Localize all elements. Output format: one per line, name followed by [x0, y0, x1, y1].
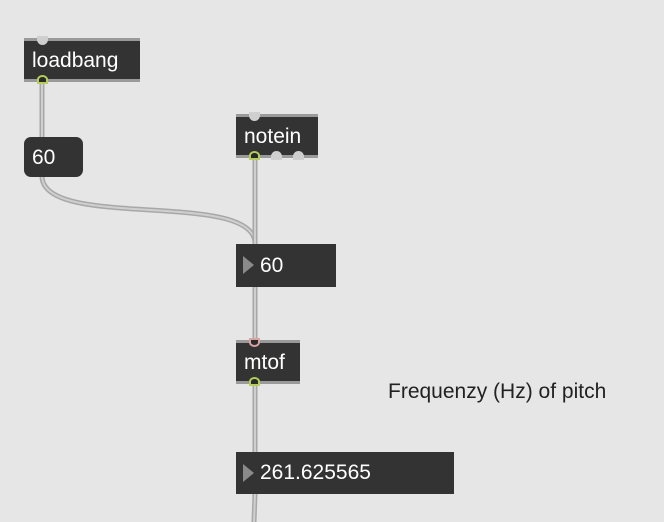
notein-label: notein [244, 125, 302, 148]
frequency-comment: Frequenzy (Hz) of pitch [388, 380, 607, 403]
loadbang-inlet[interactable] [37, 36, 48, 45]
number-box-value: 60 [260, 254, 284, 277]
float-number-value: 261.625565 [260, 461, 371, 484]
notein-outlet-pitch[interactable] [249, 151, 260, 160]
cord-message-to-number [39, 173, 258, 245]
message-box-label: 60 [32, 146, 56, 169]
number-box[interactable]: 60 [236, 244, 336, 287]
loadbang-label: loadbang [32, 49, 119, 72]
mtof-outlet[interactable] [249, 377, 260, 386]
notein-outlet-channel[interactable] [293, 151, 304, 160]
float-number-box[interactable]: 261.625565 [236, 452, 454, 494]
message-box[interactable]: 60 [24, 137, 83, 177]
notein-inlet[interactable] [249, 112, 260, 121]
notein-object[interactable]: notein [236, 112, 318, 160]
cord-flonum-out [251, 491, 258, 522]
mtof-object[interactable]: mtof [236, 338, 300, 386]
loadbang-outlet[interactable] [37, 75, 48, 84]
loadbang-object[interactable]: loadbang [24, 36, 140, 84]
mtof-inlet[interactable] [249, 338, 260, 347]
number-triangle-icon [243, 256, 254, 274]
flonum-triangle-icon [243, 464, 254, 482]
mtof-label: mtof [244, 351, 285, 374]
notein-outlet-velocity[interactable] [271, 151, 282, 160]
